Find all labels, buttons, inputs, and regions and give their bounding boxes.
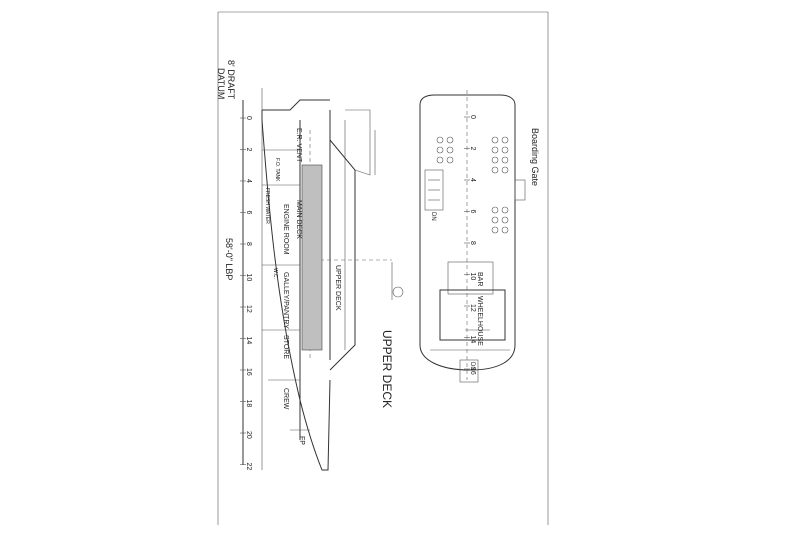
tank-label-2: FRESH WATER	[264, 188, 270, 224]
stair-left	[424, 169, 444, 211]
profile-station-label: 2	[245, 148, 252, 152]
stern-outline	[262, 99, 330, 111]
profile-station-label: 14	[245, 337, 252, 345]
dn-label-2: DN	[469, 362, 475, 371]
store-label: STORE	[282, 335, 289, 359]
profile-station-label: 20	[245, 431, 252, 439]
plan-station-label: 0	[469, 115, 476, 119]
boarding-gate-label: Boarding Gate	[530, 128, 540, 186]
profile-station-label: 18	[245, 400, 252, 408]
wheelhouse-area	[439, 289, 506, 341]
profile-station-label: 8	[245, 242, 252, 246]
seating-left	[436, 136, 454, 164]
superstructure	[329, 139, 356, 371]
mast-light	[392, 286, 404, 298]
deck-plan-labels: UPPER DECK Boarding Gate BAR WHEELHOUSE …	[380, 128, 540, 408]
profile-station-scale: 0 2 4 6 8 10 12 14 16 18 20 22	[240, 116, 252, 470]
engine-room-label: ENGINE ROOM	[282, 204, 289, 255]
hull-bottom	[261, 110, 331, 471]
profile-view	[242, 88, 404, 471]
profile-station-label: 0	[245, 116, 252, 120]
tank-label-1: F.O. TANK	[274, 158, 280, 182]
dn-label-1: DN	[430, 212, 436, 221]
profile-labels: 8' DRAFT DATUM 58'-0" LBP E.R. VENT MAIN…	[216, 60, 341, 445]
plan-station-label: 16	[469, 367, 476, 375]
plan-station-label: 12	[469, 304, 476, 312]
fp-label: FP	[298, 436, 305, 445]
plan-station-label: 8	[469, 241, 476, 245]
engine-room-hatch	[301, 164, 323, 351]
main-deck-label: MAIN DECK	[295, 200, 302, 239]
boarding-gate	[514, 179, 526, 201]
plan-station-label: 14	[469, 336, 476, 344]
wheelhouse-label: WHEELHOUSE	[476, 296, 483, 346]
profile-station-label: 16	[245, 368, 252, 376]
profile-station-label: 6	[245, 211, 252, 215]
tank-label-3: W.C.	[272, 268, 278, 279]
profile-station-label: 10	[245, 274, 252, 282]
seating-right	[491, 136, 509, 234]
deck-plan	[419, 90, 526, 383]
bar-area	[447, 261, 494, 295]
lbp-label: 58'-0" LBP	[224, 238, 234, 280]
plan-station-label: 4	[469, 178, 476, 182]
stair-aft	[459, 359, 479, 383]
plan-station-label: 6	[469, 210, 476, 214]
deck-outline	[419, 94, 516, 371]
profile-station-label: 12	[245, 305, 252, 313]
er-vent-label: E.R. VENT	[295, 128, 302, 163]
datum-label: DATUM	[216, 68, 226, 99]
galley-pantry-label: GALLEY/PANTRY	[282, 272, 289, 329]
upper-deck-label: UPPER DECK	[334, 265, 341, 311]
plan-station-label: 10	[469, 273, 476, 281]
crew-label: CREW	[282, 388, 289, 410]
wheelhouse-profile	[345, 109, 371, 176]
plan-station-label: 2	[469, 147, 476, 151]
bar-label: BAR	[476, 272, 483, 286]
draft-label: 8' DRAFT	[226, 60, 236, 100]
plan-station-scale: 0 2 4 6 8 10 12 14 16	[464, 115, 476, 375]
profile-station-label: 4	[245, 179, 252, 183]
upper-deck-title: UPPER DECK	[380, 330, 394, 408]
profile-station-label: 22	[245, 463, 252, 471]
